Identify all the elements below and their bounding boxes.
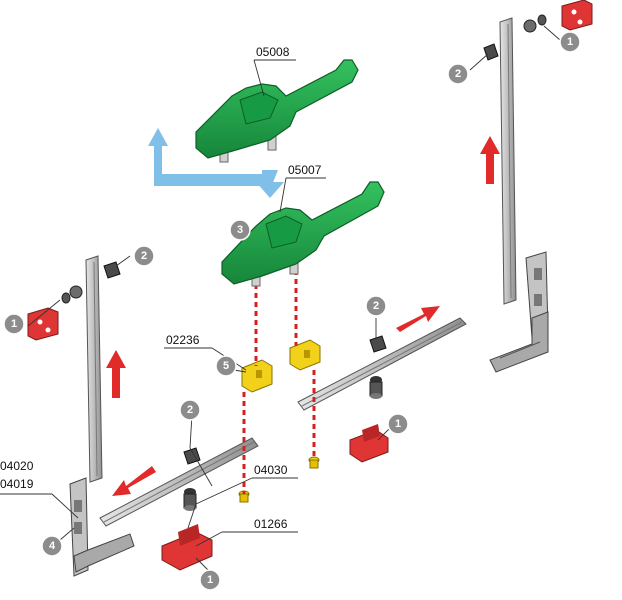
label-02236: 02236 xyxy=(166,333,200,347)
right-red-cap xyxy=(349,424,389,463)
svg-text:1: 1 xyxy=(11,318,17,330)
callout-1-right-cap: 1 xyxy=(387,413,409,435)
left-rail-clip xyxy=(183,447,201,465)
dashed-guides xyxy=(242,270,316,494)
right-up-arrow xyxy=(480,136,500,184)
right-rail-clip xyxy=(369,335,387,353)
callout-1-bottom: 1 xyxy=(199,569,221,591)
left-red-cap xyxy=(161,524,213,571)
left-vertical-rail xyxy=(85,255,103,483)
handle-05007 xyxy=(221,181,385,287)
left-corner-bracket xyxy=(69,477,135,577)
svg-text:4: 4 xyxy=(49,540,56,552)
svg-text:1: 1 xyxy=(567,36,573,48)
right-vertical-rail xyxy=(499,17,517,305)
left-up-arrow xyxy=(106,350,126,398)
callout-2-right-rail: 2 xyxy=(365,295,387,317)
label-05008: 05008 xyxy=(256,45,290,59)
callout-2-left-rail: 2 xyxy=(133,245,155,267)
right-rail-arrow xyxy=(396,306,440,332)
callout-2-top-right: 2 xyxy=(447,63,469,85)
right-horizontal-rail xyxy=(297,317,467,411)
blue-direction-arrow xyxy=(148,128,284,198)
callout-1-top-right: 1 xyxy=(559,31,581,53)
svg-text:1: 1 xyxy=(395,418,401,430)
callout-2-left-rail-bottom: 2 xyxy=(179,399,201,421)
label-04030: 04030 xyxy=(254,463,288,477)
yellow-pin-right xyxy=(308,456,320,469)
left-rail-arrow xyxy=(112,466,156,496)
callout-4-bracket: 4 xyxy=(41,535,63,557)
left-horizontal-rail xyxy=(99,437,259,527)
callout-3-handle: 3 xyxy=(229,219,251,241)
svg-text:5: 5 xyxy=(223,360,229,372)
svg-text:2: 2 xyxy=(373,300,379,312)
svg-text:2: 2 xyxy=(141,250,147,262)
yellow-connector-left xyxy=(241,359,273,393)
left-red-block xyxy=(27,307,59,341)
right-top-clip xyxy=(483,43,499,61)
callout-1-left-block: 1 xyxy=(3,313,25,335)
label-04019: 04019 xyxy=(0,477,34,491)
left-rail-screw xyxy=(183,488,197,511)
right-top-red-block xyxy=(561,0,593,31)
label-04020: 04020 xyxy=(0,459,34,473)
right-rail-screw xyxy=(369,376,383,399)
svg-text:2: 2 xyxy=(187,404,193,416)
callout-5-connector: 5 xyxy=(215,355,237,377)
yellow-connector-right xyxy=(289,339,321,371)
label-05007: 05007 xyxy=(288,163,322,177)
svg-text:3: 3 xyxy=(237,224,243,236)
label-01266: 01266 xyxy=(254,517,288,531)
svg-text:1: 1 xyxy=(207,574,213,586)
handle-05008 xyxy=(195,59,359,163)
left-screw xyxy=(61,285,83,304)
svg-text:2: 2 xyxy=(455,68,461,80)
right-top-screw xyxy=(523,14,547,33)
right-corner-bracket xyxy=(489,251,549,373)
